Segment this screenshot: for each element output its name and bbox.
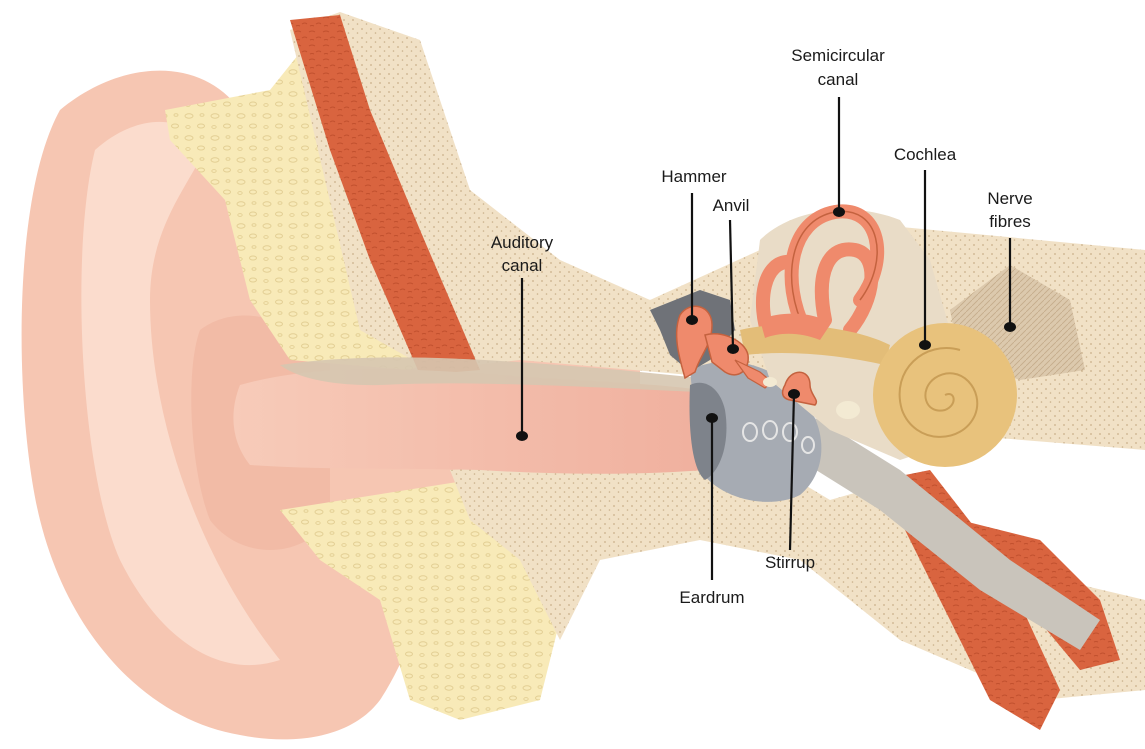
leader-semicircular-canal (833, 97, 845, 217)
label-semicircular-canal-line2: canal (818, 70, 859, 89)
label-eardrum: Eardrum (679, 588, 744, 607)
label-stirrup: Stirrup (765, 553, 815, 572)
label-nerve-fibres-line1: Nerve (987, 189, 1032, 208)
label-auditory-canal-line2: canal (502, 256, 543, 275)
label-anvil: Anvil (713, 196, 750, 215)
label-auditory-canal-line1: Auditory (491, 233, 554, 252)
label-nerve-fibres-line2: fibres (989, 212, 1031, 231)
label-semicircular-canal-line1: Semicircular (791, 46, 885, 65)
lenticular-process (763, 377, 777, 387)
oval-window (836, 401, 860, 419)
label-hammer: Hammer (661, 167, 727, 186)
label-cochlea: Cochlea (894, 145, 957, 164)
